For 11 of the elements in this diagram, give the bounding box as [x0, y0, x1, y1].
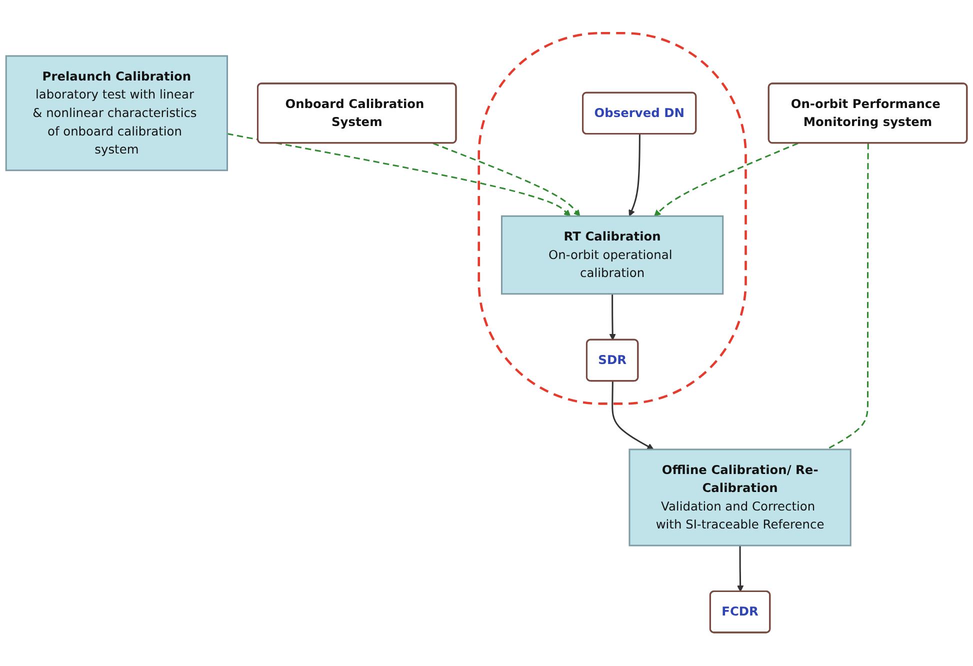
- arrow: [654, 142, 798, 217]
- arrow: [227, 133, 571, 217]
- arrow: [736, 546, 744, 592]
- arrow: [628, 134, 640, 217]
- arrow: [432, 142, 580, 217]
- connector: [826, 144, 869, 450]
- node-box: Prelaunch Calibration laboratory test with linear & nonlinear characteristics of onboard calibration system: [5, 55, 228, 172]
- node-box: RT Calibration On-orbit operational calibration: [500, 216, 724, 295]
- arrow: [612, 381, 654, 450]
- arrow: [609, 294, 616, 341]
- node-box: Offline Calibration/ Re-Calibration Validation and Correction with SI-traceable Reference: [628, 448, 852, 546]
